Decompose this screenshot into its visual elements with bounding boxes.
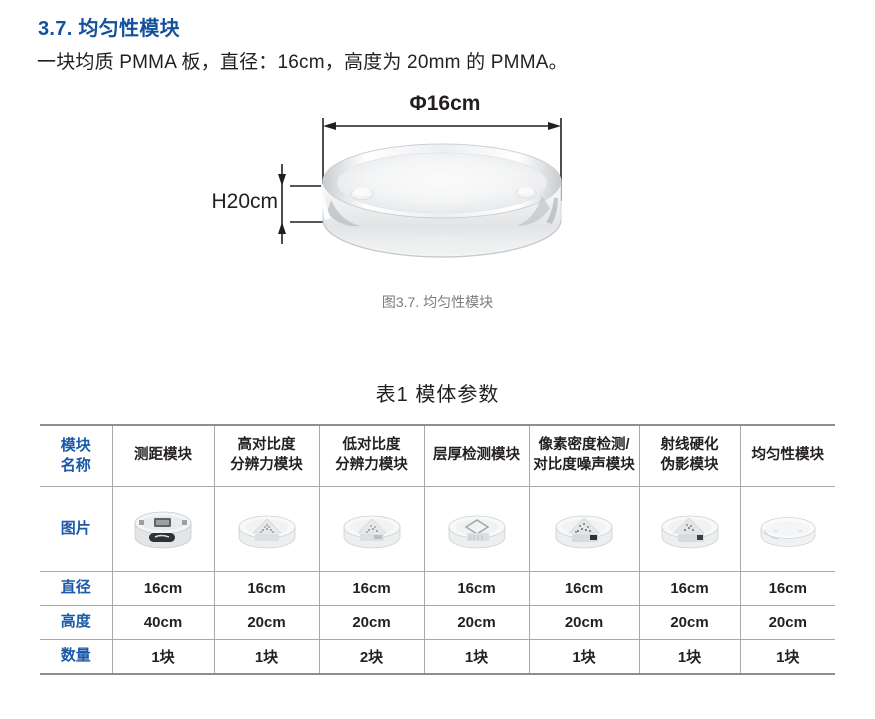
- cell-quantity-distance-module: 1块: [111, 639, 215, 675]
- figure-caption: 图3.7. 均匀性模块: [381, 294, 494, 310]
- column-header-low-contrast-resolution-module: 低对比度 分辨力模块: [318, 424, 425, 487]
- section-heading: 3.7. 均匀性模块: [38, 18, 180, 40]
- cell-diameter-distance-module: 16cm: [111, 571, 215, 606]
- cell-quantity-uniformity-module: 1块: [739, 639, 835, 675]
- cell-diameter-beam-hardening-artifact-module: 16cm: [638, 571, 741, 606]
- col-head-line1: 像素密度检测/: [538, 437, 630, 454]
- phantom-parameter-table: 模块 名称 测距模块 高对比度 分辨力模块 低对比度 分辨力模块 层厚检测模块 …: [40, 424, 835, 675]
- uniformity-module-thumb: [760, 517, 816, 547]
- pixel-density-contrast-noise-module-thumb: [555, 515, 613, 549]
- col-head-line2: 对比度噪声模块: [533, 457, 635, 473]
- cell-quantity-beam-hardening-artifact-module: 1块: [638, 639, 741, 675]
- row-header-height: 高度: [40, 605, 113, 640]
- col-head-line1: 射线硬化: [660, 437, 719, 454]
- column-header-distance-module: 测距模块: [111, 424, 215, 487]
- column-header-uniformity-module: 均匀性模块: [739, 424, 835, 487]
- col-head-line2: 伪影模块: [660, 457, 719, 473]
- slice-thickness-module-thumb: [448, 515, 505, 549]
- cell-height-uniformity-module: 20cm: [739, 605, 835, 640]
- cell-height-beam-hardening-artifact-module: 20cm: [638, 605, 741, 640]
- cell-diameter-pixel-density-contrast-noise-module: 16cm: [528, 571, 640, 606]
- section-body-text: 一块均质 PMMA 板，直径：16cm，高度为 20mm 的 PMMA。: [37, 52, 568, 73]
- thumbnail-cell-slice-thickness-module: [423, 486, 530, 572]
- cell-height-slice-thickness-module: 20cm: [423, 605, 530, 640]
- row-header-module-name-line2: 名称: [60, 457, 91, 474]
- thumbnail-cell-beam-hardening-artifact-module: [638, 486, 741, 572]
- cell-height-pixel-density-contrast-noise-module: 20cm: [528, 605, 640, 640]
- thumbnail-cell-low-contrast-resolution-module: [318, 486, 425, 572]
- cell-height-high-contrast-resolution-module: 20cm: [213, 605, 320, 640]
- table-row-diameter: 直径 16cm 16cm 16cm 16cm 16cm 16cm 16cm: [40, 571, 835, 606]
- pmma-disc-body: [321, 143, 562, 258]
- thumbnail-cell-uniformity-module: [739, 486, 835, 572]
- table-row-images: 图片: [40, 486, 835, 572]
- cell-height-low-contrast-resolution-module: 20cm: [318, 605, 425, 640]
- col-head-line2: 分辨力模块: [230, 457, 303, 473]
- figure-container: Φ16cm H20cm 图3.7. 均匀性模块: [0, 92, 875, 331]
- cell-quantity-pixel-density-contrast-noise-module: 1块: [528, 639, 640, 675]
- cell-diameter-low-contrast-resolution-module: 16cm: [318, 571, 425, 606]
- col-head-line2: 分辨力模块: [335, 457, 408, 473]
- col-head-line1: 均匀性模块: [751, 447, 825, 464]
- table-title: 表1 模体参数: [375, 384, 500, 406]
- cell-height-distance-module: 40cm: [111, 605, 215, 640]
- phantom-disc-illustration: Φ16cm H20cm: [190, 92, 620, 296]
- column-header-beam-hardening-artifact-module: 射线硬化 伪影模块: [638, 424, 741, 487]
- col-head-line1: 层厚检测模块: [433, 447, 520, 464]
- row-header-quantity: 数量: [40, 639, 113, 675]
- cell-diameter-uniformity-module: 16cm: [739, 571, 835, 606]
- col-head-line1: 高对比度: [237, 437, 296, 454]
- cell-diameter-slice-thickness-module: 16cm: [423, 571, 530, 606]
- beam-hardening-artifact-module-thumb: [661, 515, 718, 549]
- distance-module-thumb: [134, 511, 192, 549]
- column-header-pixel-density-contrast-noise-module: 像素密度检测/ 对比度噪声模块: [528, 424, 640, 487]
- thumbnail-cell-pixel-density-contrast-noise-module: [528, 486, 640, 572]
- col-head-line1: 低对比度: [342, 437, 401, 454]
- row-header-image: 图片: [40, 486, 113, 572]
- column-header-high-contrast-resolution-module: 高对比度 分辨力模块: [213, 424, 320, 487]
- height-dimension-label: H20cm: [211, 190, 278, 213]
- cell-quantity-slice-thickness-module: 1块: [423, 639, 530, 675]
- col-head-line1: 测距模块: [134, 447, 192, 464]
- table-row-quantity: 数量 1块 1块 2块 1块 1块 1块 1块: [40, 639, 835, 675]
- row-header-module-name-line1: 模块: [60, 436, 91, 454]
- row-header-diameter: 直径: [40, 571, 113, 606]
- diameter-dimension-label: Φ16cm: [409, 92, 481, 115]
- row-header-module-name: 模块 名称: [40, 424, 113, 487]
- thumbnail-cell-distance-module: [111, 486, 215, 572]
- thumbnail-cell-high-contrast-resolution-module: [213, 486, 320, 572]
- cell-quantity-low-contrast-resolution-module: 2块: [318, 639, 425, 675]
- table-row-module-name: 模块 名称 测距模块 高对比度 分辨力模块 低对比度 分辨力模块 层厚检测模块 …: [40, 424, 835, 487]
- table-row-height: 高度 40cm 20cm 20cm 20cm 20cm 20cm 20cm: [40, 605, 835, 640]
- low-contrast-resolution-module-thumb: [343, 515, 400, 549]
- cell-quantity-high-contrast-resolution-module: 1块: [213, 639, 320, 675]
- column-header-slice-thickness-module: 层厚检测模块: [423, 424, 530, 487]
- dimension-arrowheads: [278, 122, 561, 234]
- high-contrast-resolution-module-thumb: [238, 515, 295, 549]
- cell-diameter-high-contrast-resolution-module: 16cm: [213, 571, 320, 606]
